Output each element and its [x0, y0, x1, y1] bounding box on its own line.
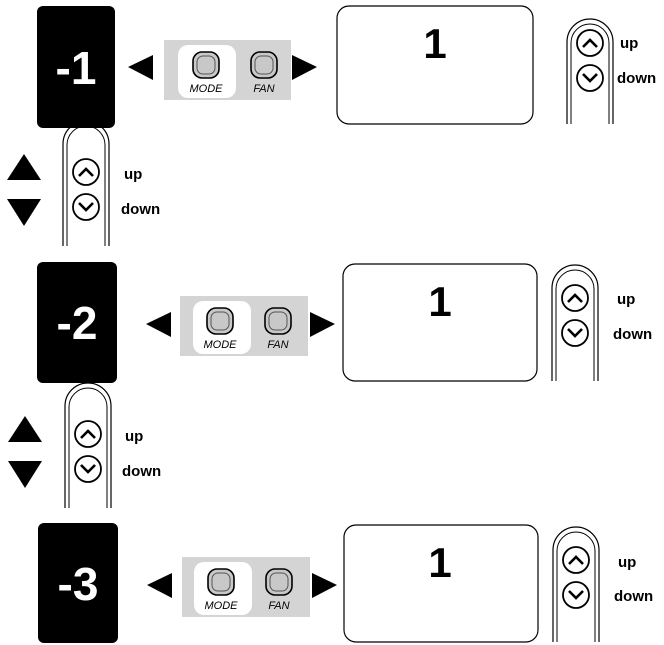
down-button-icon[interactable]	[561, 319, 589, 347]
fan-button-2[interactable]	[264, 307, 292, 335]
down-label-1: down	[617, 70, 656, 87]
down-label-3: down	[614, 588, 653, 605]
code-box-2	[37, 262, 117, 383]
left-arrow-icon[interactable]	[146, 312, 171, 337]
display-screen-2	[342, 263, 538, 382]
up-button-icon[interactable]	[562, 546, 590, 574]
display-screen-1	[336, 5, 534, 125]
up-button-icon[interactable]	[74, 420, 102, 448]
code-box-3	[38, 523, 118, 643]
right-arrow-icon[interactable]	[310, 312, 335, 337]
down-label-2: down	[613, 326, 652, 343]
screen-value-3: 1	[428, 539, 451, 586]
sep-down-label-2: down	[122, 463, 161, 480]
mode-button-1[interactable]	[192, 51, 220, 79]
mode-button-3[interactable]	[207, 568, 235, 596]
down-button-icon[interactable]	[576, 64, 604, 92]
row-3: -3 MODE FAN 1 up down	[38, 523, 653, 643]
up-label-1: up	[620, 35, 638, 52]
display-screen-3	[343, 524, 539, 643]
mode-label-1: MODE	[190, 83, 224, 95]
screen-value-2: 1	[428, 278, 451, 325]
up-button-icon[interactable]	[561, 284, 589, 312]
row-1: -1 MODE FAN 1 up down	[37, 5, 656, 128]
code-label-2: -2	[57, 297, 98, 349]
screen-value-1: 1	[423, 20, 446, 67]
remote-updown-1	[566, 18, 614, 124]
sep-up-label-2: up	[125, 428, 143, 445]
up-label-3: up	[618, 554, 636, 571]
mode-label-3: MODE	[205, 600, 239, 612]
up-button-icon[interactable]	[576, 29, 604, 57]
code-box-1	[37, 6, 115, 128]
sep-down-label-1: down	[121, 201, 160, 218]
remote-updown-3	[552, 526, 600, 642]
mode-button-2[interactable]	[206, 307, 234, 335]
code-label-1: -1	[56, 42, 97, 94]
remote-updown-sep-1	[62, 120, 110, 246]
fan-label-1: FAN	[253, 83, 274, 95]
row-2: -2 MODE FAN 1 up down	[37, 262, 652, 383]
down-button-icon[interactable]	[562, 581, 590, 609]
code-label-3: -3	[58, 558, 99, 610]
fan-button-1[interactable]	[250, 51, 278, 79]
remote-updown-sep-2	[64, 382, 112, 508]
fan-button-3[interactable]	[265, 568, 293, 596]
down-button-icon[interactable]	[74, 455, 102, 483]
triangle-up-icon	[7, 154, 41, 180]
right-arrow-icon[interactable]	[312, 573, 337, 598]
sep-up-label-1: up	[124, 166, 142, 183]
left-arrow-icon[interactable]	[128, 55, 153, 80]
separator-2: up down	[8, 382, 161, 508]
up-label-2: up	[617, 291, 635, 308]
left-arrow-icon[interactable]	[147, 573, 172, 598]
separator-1: up down	[7, 120, 160, 246]
right-arrow-icon[interactable]	[292, 55, 317, 80]
fan-label-2: FAN	[267, 339, 288, 351]
triangle-down-icon	[7, 199, 41, 226]
mode-label-2: MODE	[204, 339, 238, 351]
remote-updown-2	[551, 264, 599, 381]
triangle-up-icon	[8, 416, 42, 442]
fan-label-3: FAN	[268, 600, 289, 612]
down-button-icon[interactable]	[72, 193, 100, 221]
up-button-icon[interactable]	[72, 158, 100, 186]
triangle-down-icon	[8, 461, 42, 488]
